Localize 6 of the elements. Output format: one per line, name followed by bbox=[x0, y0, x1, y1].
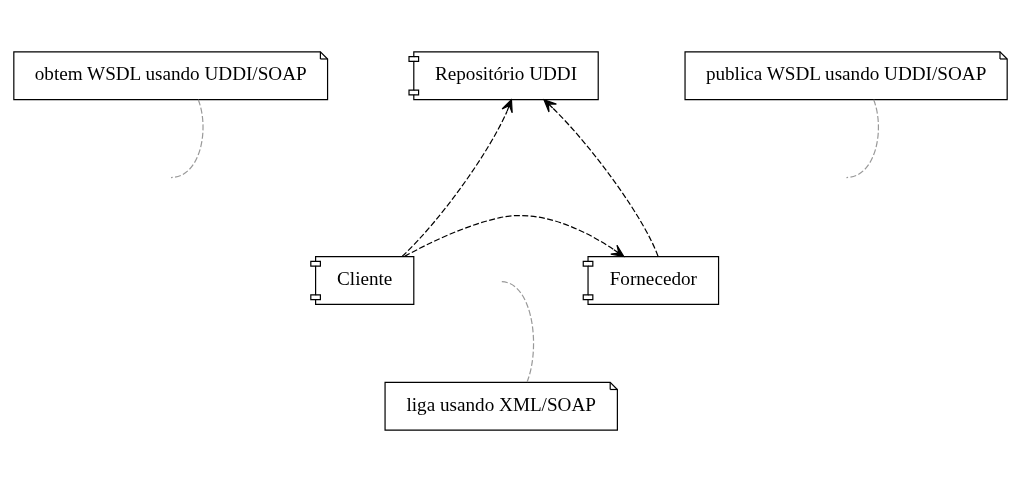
connector bbox=[170, 99, 204, 179]
arrow bbox=[401, 99, 513, 257]
connector bbox=[501, 281, 535, 383]
connector bbox=[845, 99, 879, 179]
arrow bbox=[543, 99, 659, 257]
arrow bbox=[403, 214, 625, 258]
